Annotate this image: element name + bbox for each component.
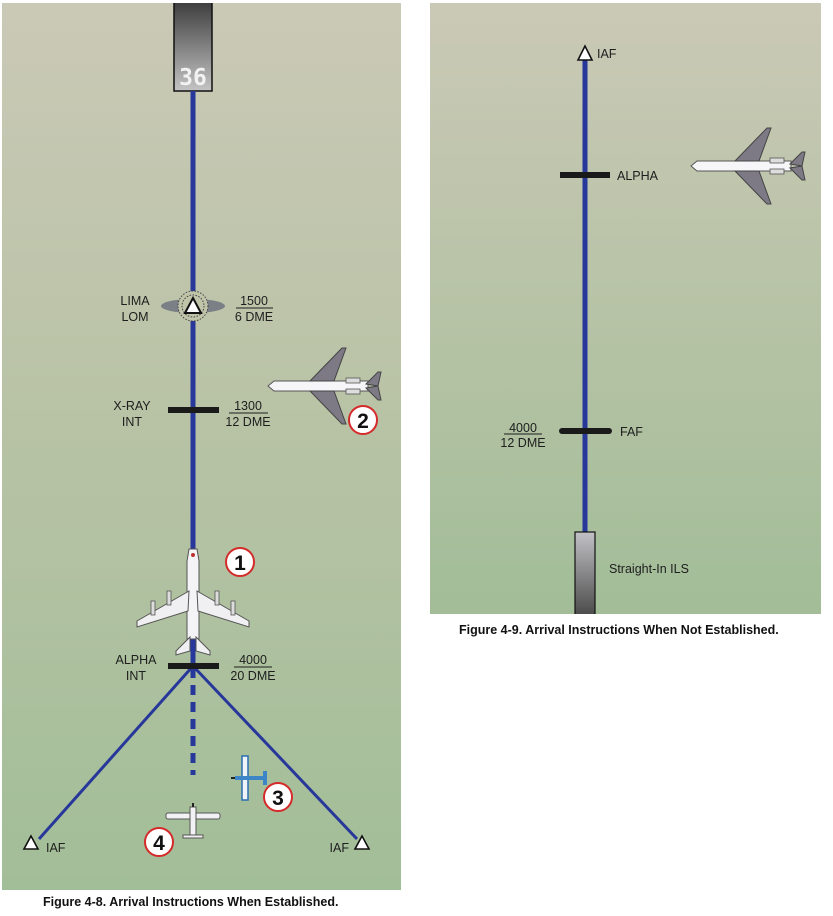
runway-number: 36: [179, 65, 207, 91]
figure-4-9-panel: IAF ALPHA FAF 4000 12 DME Straight-In IL…: [430, 3, 821, 614]
svg-text:1: 1: [234, 552, 246, 575]
lom-ndb-icon: [161, 290, 225, 322]
fix-lima-distance: 6 DME: [235, 310, 273, 324]
fix-alpha-type: INT: [126, 669, 147, 683]
fix-lima-name: LIMA: [120, 294, 150, 308]
fix-alpha-bar: [168, 663, 219, 669]
iaf-label: IAF: [597, 47, 617, 61]
figure-4-9-caption: Figure 4-9. Arrival Instructions When No…: [459, 623, 779, 637]
aircraft-2-jet-icon: [267, 347, 382, 425]
runway-36: 36: [173, 3, 213, 92]
faf-distance: 12 DME: [500, 436, 545, 450]
iaf-icon: [576, 44, 594, 61]
svg-text:3: 3: [272, 787, 284, 810]
aircraft-3-small-plane-icon: [231, 755, 267, 801]
runway-label: Straight-In ILS: [609, 562, 689, 576]
fix-alpha-bar: [560, 172, 610, 178]
marker-4: 4: [144, 827, 174, 857]
aircraft-1-jet-icon: [136, 548, 250, 656]
fix-xray-bar: [168, 407, 219, 413]
fix-lima-altitude: 1500: [240, 294, 268, 308]
marker-3: 3: [263, 782, 293, 812]
fix-xray-name: X-RAY: [113, 399, 151, 413]
svg-text:2: 2: [357, 410, 369, 433]
iaf-left-label: IAF: [46, 841, 66, 855]
aircraft-4-small-plane-icon: [165, 803, 221, 839]
iaf-left-icon: [22, 834, 40, 850]
fix-alpha-label: ALPHA: [617, 169, 659, 183]
feeder-route-right: [191, 664, 359, 841]
fix-xray-altitude: 1300: [234, 399, 262, 413]
figure-4-8-caption: Figure 4-8. Arrival Instructions When Es…: [43, 895, 339, 909]
fix-alpha-name: ALPHA: [116, 653, 158, 667]
fix-alpha-altitude: 4000: [239, 653, 267, 667]
fix-lima-type: LOM: [121, 310, 148, 324]
fix-xray-distance: 12 DME: [225, 415, 270, 429]
runway-straight-in-ils: [574, 531, 596, 614]
trijet-aircraft-icon: [690, 127, 806, 205]
iaf-right-label: IAF: [330, 841, 350, 855]
iaf-right-icon: [353, 834, 371, 850]
feeder-route-left: [37, 665, 195, 840]
marker-1: 1: [225, 547, 255, 577]
marker-2: 2: [348, 405, 378, 435]
figure-4-9-diagram: IAF ALPHA FAF 4000 12 DME Straight-In IL…: [500, 44, 806, 614]
faf-label: FAF: [620, 425, 643, 439]
fix-xray-type: INT: [122, 415, 143, 429]
faf-bar: [559, 428, 612, 434]
figure-4-8-panel: 36 LIMA LOM 1500 6 DME X-RAY INT 1300 12…: [2, 3, 401, 890]
figure-4-8-diagram: 36 LIMA LOM 1500 6 DME X-RAY INT 1300 12…: [22, 3, 382, 857]
fix-alpha-distance: 20 DME: [230, 669, 275, 683]
svg-text:4: 4: [153, 832, 165, 855]
faf-altitude: 4000: [509, 421, 537, 435]
